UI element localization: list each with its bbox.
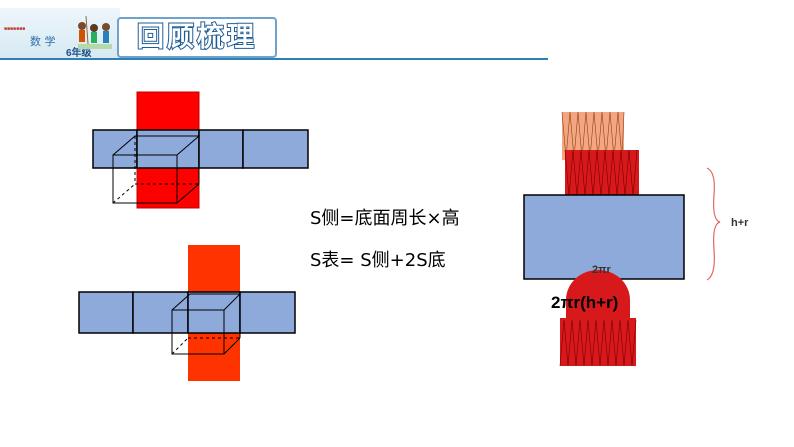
height-brace bbox=[706, 167, 721, 281]
rectangle-area-label: 2πr(h+r) bbox=[551, 293, 619, 312]
cube-net-bottom-face bbox=[188, 333, 240, 381]
lateral-area-formula: S侧=底面周长×高 bbox=[310, 208, 460, 229]
title-frame bbox=[117, 17, 277, 58]
cube-wireframe bbox=[171, 293, 242, 355]
header-tiny-label: ■■■■■■■ bbox=[4, 26, 26, 32]
net-bottom-face bbox=[136, 167, 200, 209]
cylinder-bottom-fan bbox=[559, 270, 637, 367]
page-title: 回顾梳理 bbox=[136, 21, 257, 54]
height-plus-radius-label: h+r bbox=[731, 217, 749, 229]
header-band bbox=[0, 8, 120, 58]
grade-label: 6年级 bbox=[66, 48, 92, 59]
net-side-strip bbox=[92, 129, 309, 169]
header-underline bbox=[0, 58, 548, 60]
base-circumference-label: 2πr bbox=[592, 264, 611, 276]
surface-area-formula: S表= S侧+2S底 bbox=[310, 250, 446, 271]
students-illustration-icon bbox=[78, 15, 112, 49]
subject-label: 数 学 bbox=[30, 35, 56, 48]
net-top-face bbox=[136, 91, 200, 131]
cuboid-wireframe bbox=[112, 135, 201, 204]
cube-net-side-strip bbox=[78, 291, 296, 334]
cylinder-lateral-rectangle bbox=[523, 194, 685, 280]
cube-net-top-face bbox=[188, 245, 240, 293]
cylinder-top-fan bbox=[561, 111, 639, 198]
